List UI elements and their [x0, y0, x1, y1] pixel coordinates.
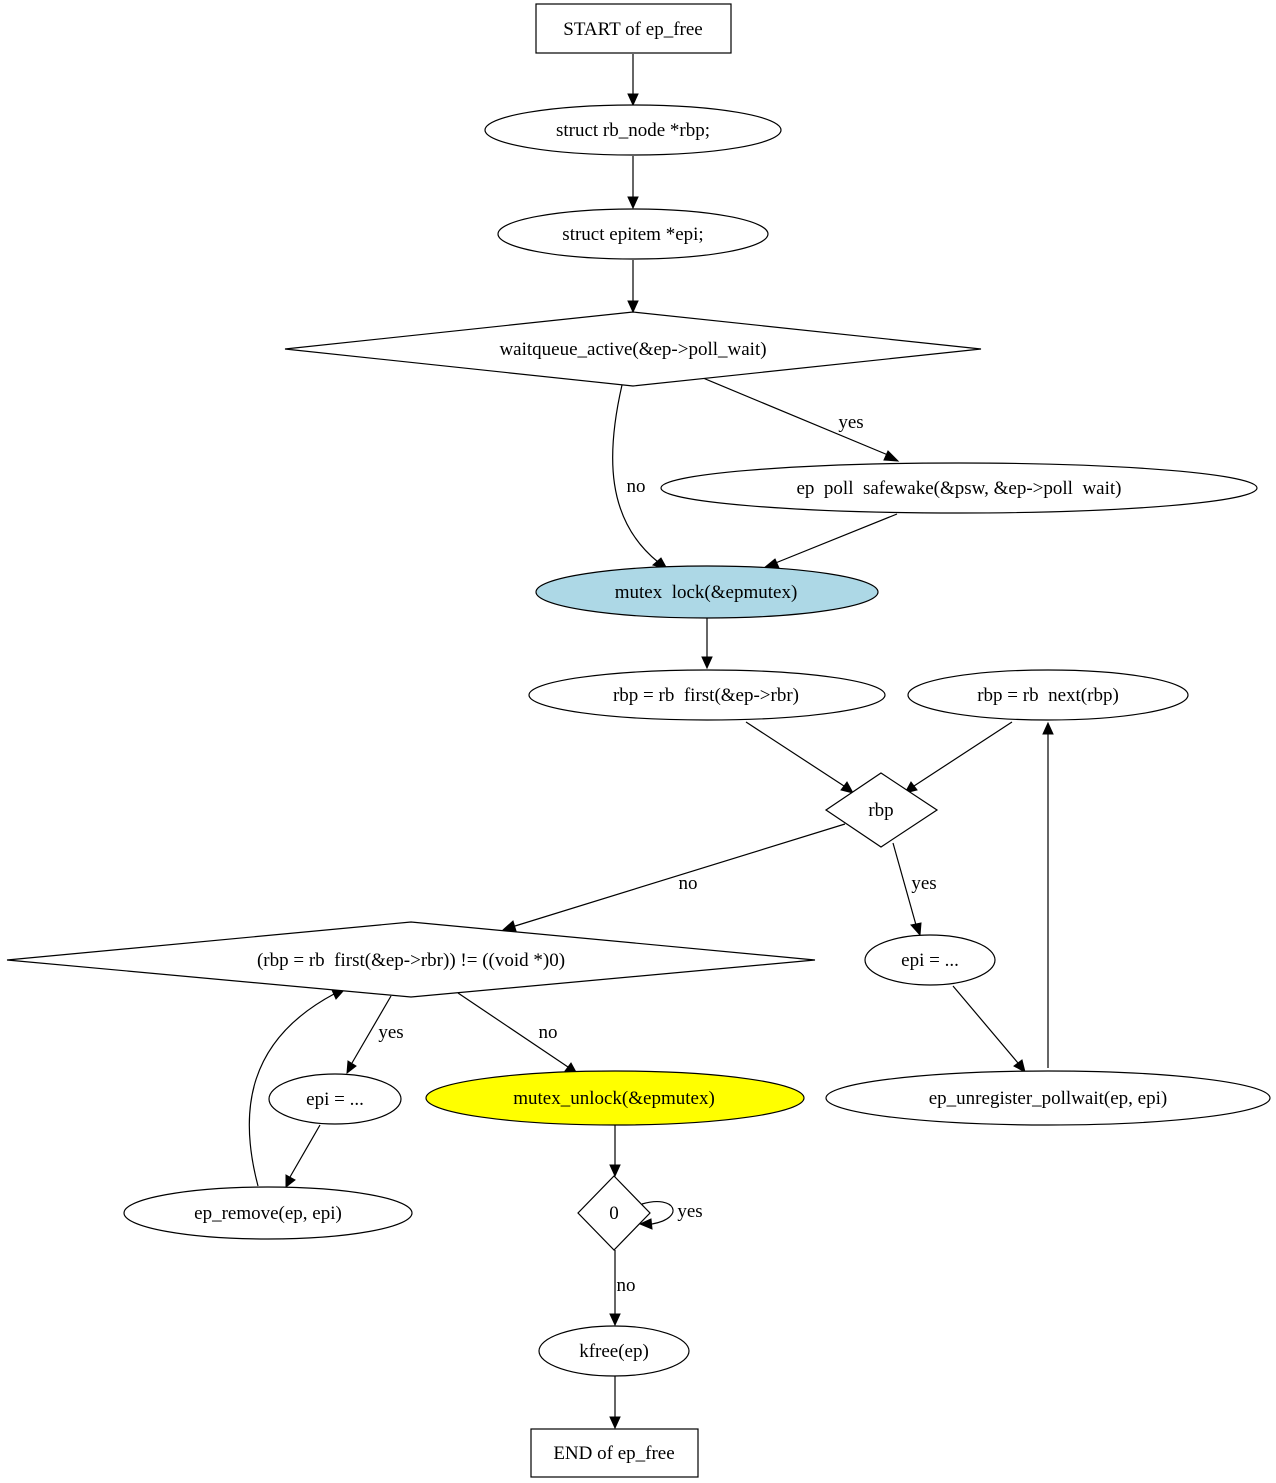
cond-loop2-label: (rbp = rb first(&ep->rbr)) != ((void *)0…: [257, 950, 565, 971]
cond-wait-label: waitqueue_active(&ep->poll_wait): [499, 339, 766, 360]
decl-rbp-label: struct rb_node *rbp;: [556, 120, 710, 141]
edge-cond-loop2-no: [457, 992, 569, 1068]
epi-assign-left-label: epi = ...: [306, 1089, 364, 1110]
ep-remove-node: [123, 1186, 413, 1240]
decl-rbp-node: [484, 104, 782, 156]
edge-rb-next-to-cond-rbp: [913, 721, 1013, 787]
arrowhead: [701, 656, 713, 670]
start-label: START of ep_free: [563, 19, 702, 40]
cond-rbp-node: [824, 772, 939, 848]
arrowhead: [609, 1416, 621, 1430]
arrowhead: [762, 558, 780, 569]
epi-assign-left-node: [268, 1073, 402, 1125]
edge-cond-wait-yes: [702, 377, 889, 456]
arrowhead: [1042, 721, 1054, 735]
rb-next-label: rbp = rb next(rbp): [977, 685, 1119, 706]
rb-first-node: [528, 669, 886, 721]
decl-epi-label: struct epitem *epi;: [562, 224, 703, 245]
edges: [248, 54, 1054, 1430]
start-node: [535, 3, 732, 54]
mutex-lock-label: mutex lock(&epmutex): [615, 582, 798, 603]
arrowhead: [609, 1164, 621, 1178]
edge-labels: no yes no yes yes no yes no: [378, 412, 936, 1296]
epi-assign-right-label: epi = ...: [901, 950, 959, 971]
decl-epi-node: [497, 208, 769, 260]
unregister-node: [825, 1070, 1271, 1126]
cond-rbp-label: rbp: [868, 800, 893, 821]
edge-safewake-to-mutex-lock: [772, 513, 898, 565]
edge-label-zero-no: no: [617, 1275, 636, 1296]
arrowhead: [609, 1313, 621, 1327]
arrowhead: [910, 922, 922, 937]
edge-rb-first-to-cond-rbp: [745, 721, 845, 787]
unregister-label: ep_unregister_pollwait(ep, epi): [929, 1088, 1167, 1109]
rb-first-label: rbp = rb first(&ep->rbr): [613, 685, 799, 706]
edge-cond-wait-no: [612, 384, 659, 563]
nodes: [6, 3, 1271, 1478]
edge-ep-remove-to-cond-loop2: [248, 993, 335, 1187]
edge-epi-left-to-ep-remove: [289, 1124, 321, 1178]
edge-cond-rbp-no: [514, 823, 846, 927]
cond-zero-node: [577, 1175, 651, 1251]
mutex-lock-node: [535, 565, 879, 619]
end-label: END of ep_free: [553, 1443, 674, 1464]
edge-label-loop2-yes: yes: [378, 1022, 403, 1043]
arrowhead: [638, 1218, 653, 1230]
edge-label-zero-yes: yes: [677, 1201, 702, 1222]
arrowhead: [627, 93, 639, 107]
mutex-unlock-node: [425, 1070, 805, 1126]
arrowhead: [840, 781, 854, 794]
safewake-node: [660, 462, 1258, 514]
epi-assign-right-node: [864, 934, 996, 986]
edge-cond-zero-yes: [641, 1201, 674, 1225]
safewake-label: ep poll safewake(&psw, &ep->poll wait): [796, 478, 1121, 499]
arrowhead: [627, 300, 639, 314]
arrowhead: [346, 1060, 357, 1075]
ep-remove-label: ep_remove(ep, epi): [194, 1203, 342, 1224]
arrowhead: [501, 920, 517, 932]
edge-label-wait-no: no: [627, 476, 646, 497]
end-node: [530, 1428, 699, 1478]
kfree-label: kfree(ep): [579, 1341, 649, 1362]
kfree-node: [538, 1325, 690, 1377]
cond-loop2-node: [6, 921, 816, 998]
node-labels: START of ep_free struct rb_node *rbp; st…: [194, 19, 1167, 1464]
rb-next-node: [907, 669, 1189, 721]
edge-cond-rbp-yes: [892, 842, 917, 926]
edge-label-rbp-yes: yes: [911, 873, 936, 894]
edge-cond-loop2-yes: [351, 995, 392, 1064]
cond-wait-node: [284, 311, 982, 387]
edge-label-loop2-no: no: [539, 1022, 558, 1043]
arrowhead: [883, 450, 900, 462]
arrowhead: [331, 989, 346, 1000]
arrowhead: [1013, 1059, 1026, 1073]
edge-label-wait-yes: yes: [838, 412, 863, 433]
cond-zero-label: 0: [609, 1203, 619, 1224]
edge-label-rbp-no: no: [679, 873, 698, 894]
edge-epi-right-to-unregister: [952, 985, 1019, 1064]
mutex-unlock-label: mutex_unlock(&epmutex): [513, 1088, 715, 1109]
arrowhead: [627, 196, 639, 210]
arrowhead: [285, 1174, 296, 1189]
